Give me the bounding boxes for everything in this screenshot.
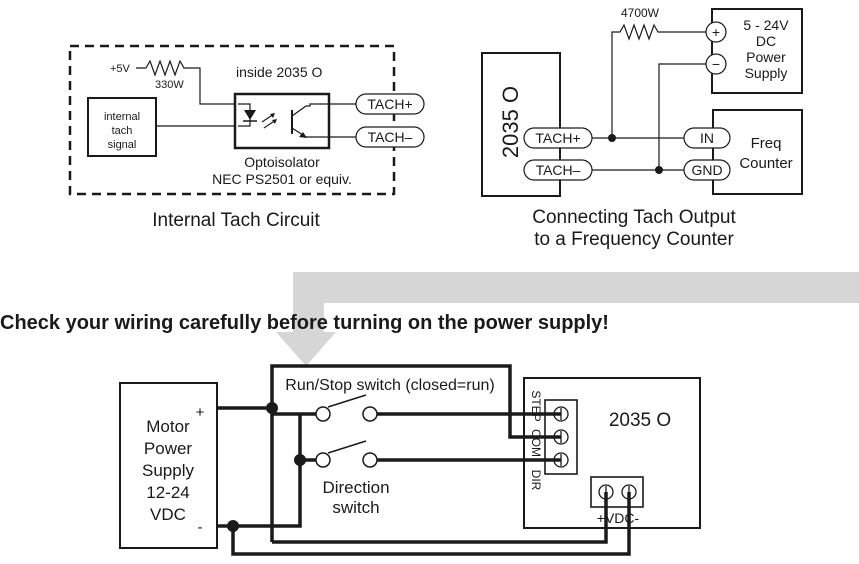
step-label: STEP <box>529 390 543 421</box>
direction-line-2: switch <box>332 498 379 517</box>
psu-plus-symbol: + <box>712 24 720 40</box>
run-stop-label: Run/Stop switch (closed=run) <box>285 377 494 394</box>
phototransistor-icon <box>291 105 307 138</box>
resistor-4700-label: 4700W <box>621 6 660 20</box>
psu-line-1: 5 - 24V <box>743 17 789 33</box>
motor-psu-line-2: Power <box>144 439 193 458</box>
com-label: COM <box>529 429 543 457</box>
fc-tach-minus-label: TACH– <box>536 162 581 178</box>
tach-plus-terminal <box>355 93 425 115</box>
tach-plus-wire <box>306 103 358 107</box>
direction-switch-icon <box>315 440 378 468</box>
wiring-diagram: Motor Power Supply 12-24 VDC + - 2035 O … <box>119 364 701 556</box>
motor-psu-plus: + <box>196 404 205 421</box>
wiring-drive-label: 2035 O <box>609 410 671 431</box>
counter-line-2: Counter <box>739 155 792 172</box>
gnd-terminal <box>683 159 731 181</box>
junction-dot <box>655 166 663 174</box>
counter-line-1: Freq <box>751 135 782 152</box>
psu-ground-wire <box>658 63 706 170</box>
internal-circuit-title: Internal Tach Circuit <box>152 210 320 231</box>
run-stop-switch-icon <box>315 394 378 422</box>
in-label: IN <box>700 130 714 146</box>
dc-power-supply-box <box>711 8 803 94</box>
psu-minus-symbol: − <box>712 56 720 72</box>
vdc-label: +VDC- <box>597 510 640 526</box>
com-wire <box>270 364 561 542</box>
gnd-label: GND <box>691 162 722 178</box>
psu-line-3: Power <box>746 49 786 65</box>
led-diode-icon <box>244 110 256 120</box>
in-terminal <box>683 127 731 149</box>
psu-line-4: Supply <box>745 65 788 81</box>
direction-ground-wire <box>233 414 302 528</box>
junction-dot <box>608 134 616 142</box>
inside-drive-boundary <box>68 44 396 196</box>
vdc-plus-wire <box>272 492 608 544</box>
vdc-minus-wire <box>231 492 631 556</box>
fc-tach-plus-label: TACH+ <box>535 130 580 146</box>
signal-box-line-3: signal <box>108 139 137 151</box>
signal-box-line-1: internal <box>104 111 140 123</box>
resistor-4700-icon <box>611 23 706 138</box>
motor-psu-line-3: Supply <box>142 461 194 480</box>
light-arrows-icon <box>261 113 277 129</box>
internal-tach-signal-box <box>87 97 157 157</box>
tach-plus-label: TACH+ <box>367 96 412 112</box>
resistor-330-icon <box>136 59 238 105</box>
drive-2035-label: 2035 O <box>498 86 523 158</box>
warning-text: Check your wiring carefully before turni… <box>0 312 609 334</box>
junction-dot <box>294 454 306 466</box>
junction-dot <box>227 520 239 532</box>
psu-line-2: DC <box>756 33 776 49</box>
motor-power-supply-box <box>119 382 218 549</box>
dir-label: DIR <box>529 470 543 491</box>
tach-minus-terminal <box>355 126 425 148</box>
fc-tach-plus-terminal <box>523 127 593 149</box>
internal-tach-circuit: inside 2035 O +5V 330W internal tach sig… <box>68 44 425 231</box>
motor-psu-line-5: VDC <box>150 505 186 524</box>
warning-arrow-icon <box>276 272 859 366</box>
direction-line-1: Direction <box>322 478 389 497</box>
freq-counter-box <box>712 109 803 195</box>
inside-drive-label: inside 2035 O <box>236 64 323 80</box>
opto-line-2: NEC PS2501 or equiv. <box>212 171 352 187</box>
motor-psu-line-1: Motor <box>146 417 190 436</box>
junction-dot <box>266 402 278 414</box>
frequency-counter-diagram: 2035 O 5 - 24V DC Power Supply + − Freq … <box>481 6 803 250</box>
opto-line-1: Optoisolator <box>244 154 320 170</box>
tach-minus-label: TACH– <box>368 129 413 145</box>
supply-5v-label: +5V <box>110 63 131 75</box>
motor-psu-minus: - <box>198 519 203 536</box>
fc-tach-minus-terminal <box>523 159 593 181</box>
signal-box-line-2: tach <box>112 125 133 137</box>
resistor-330-label: 330W <box>155 79 184 91</box>
motor-psu-line-4: 12-24 <box>146 483 189 502</box>
fc-title-line-1: Connecting Tach Output <box>532 207 736 228</box>
fc-title-line-2: to a Frequency Counter <box>534 229 734 250</box>
